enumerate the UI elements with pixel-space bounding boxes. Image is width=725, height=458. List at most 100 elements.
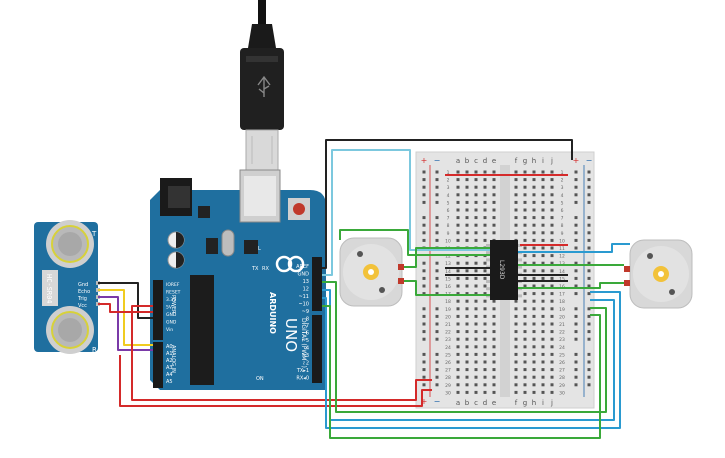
breadboard-hole[interactable] bbox=[483, 170, 487, 174]
rail-hole[interactable] bbox=[435, 269, 439, 273]
rail-hole[interactable] bbox=[574, 292, 578, 296]
breadboard-hole[interactable] bbox=[474, 322, 478, 326]
breadboard-hole[interactable] bbox=[550, 330, 554, 334]
breadboard-hole[interactable] bbox=[523, 299, 527, 303]
breadboard-hole[interactable] bbox=[550, 375, 554, 379]
dc-motor-left[interactable] bbox=[339, 237, 404, 307]
rail-hole[interactable] bbox=[587, 284, 591, 288]
rail-hole[interactable] bbox=[574, 185, 578, 189]
breadboard-hole[interactable] bbox=[492, 170, 496, 174]
breadboard-hole[interactable] bbox=[541, 216, 545, 220]
breadboard-hole[interactable] bbox=[532, 284, 536, 288]
breadboard-hole[interactable] bbox=[474, 352, 478, 356]
breadboard-hole[interactable] bbox=[474, 200, 478, 204]
rail-hole[interactable] bbox=[587, 352, 591, 356]
rail-hole[interactable] bbox=[422, 170, 426, 174]
breadboard-hole[interactable] bbox=[523, 375, 527, 379]
breadboard-hole[interactable] bbox=[456, 368, 460, 372]
rail-hole[interactable] bbox=[574, 193, 578, 197]
breadboard-hole[interactable] bbox=[456, 231, 460, 235]
breadboard-hole[interactable] bbox=[532, 375, 536, 379]
breadboard-hole[interactable] bbox=[541, 352, 545, 356]
rail-hole[interactable] bbox=[587, 368, 591, 372]
rail-hole[interactable] bbox=[574, 276, 578, 280]
breadboard-hole[interactable] bbox=[514, 299, 518, 303]
rail-hole[interactable] bbox=[574, 170, 578, 174]
rail-hole[interactable] bbox=[435, 185, 439, 189]
breadboard-hole[interactable] bbox=[465, 170, 469, 174]
breadboard-hole[interactable] bbox=[532, 322, 536, 326]
breadboard-hole[interactable] bbox=[492, 337, 496, 341]
breadboard-hole[interactable] bbox=[514, 330, 518, 334]
rail-hole[interactable] bbox=[574, 383, 578, 387]
breadboard-hole[interactable] bbox=[532, 261, 536, 265]
breadboard-hole[interactable] bbox=[465, 314, 469, 318]
breadboard-hole[interactable] bbox=[474, 299, 478, 303]
breadboard-hole[interactable] bbox=[523, 368, 527, 372]
rail-hole[interactable] bbox=[435, 375, 439, 379]
breadboard-hole[interactable] bbox=[465, 238, 469, 242]
breadboard-hole[interactable] bbox=[456, 185, 460, 189]
breadboard-hole[interactable] bbox=[465, 208, 469, 212]
breadboard-hole[interactable] bbox=[550, 360, 554, 364]
breadboard-hole[interactable] bbox=[492, 231, 496, 235]
breadboard-hole[interactable] bbox=[532, 254, 536, 258]
rail-hole[interactable] bbox=[435, 231, 439, 235]
rail-hole[interactable] bbox=[422, 178, 426, 182]
breadboard-hole[interactable] bbox=[474, 193, 478, 197]
breadboard-hole[interactable] bbox=[483, 390, 487, 394]
breadboard-hole[interactable] bbox=[483, 216, 487, 220]
rail-hole[interactable] bbox=[422, 261, 426, 265]
rail-hole[interactable] bbox=[587, 223, 591, 227]
breadboard-hole[interactable] bbox=[541, 246, 545, 250]
breadboard-hole[interactable] bbox=[474, 269, 478, 273]
breadboard-hole[interactable] bbox=[550, 383, 554, 387]
rail-hole[interactable] bbox=[422, 330, 426, 334]
breadboard-hole[interactable] bbox=[523, 314, 527, 318]
breadboard-hole[interactable] bbox=[541, 345, 545, 349]
breadboard-hole[interactable] bbox=[523, 223, 527, 227]
breadboard-hole[interactable] bbox=[523, 284, 527, 288]
breadboard-hole[interactable] bbox=[532, 269, 536, 273]
breadboard-hole[interactable] bbox=[492, 223, 496, 227]
breadboard-hole[interactable] bbox=[514, 231, 518, 235]
breadboard-hole[interactable] bbox=[541, 170, 545, 174]
breadboard-hole[interactable] bbox=[532, 208, 536, 212]
breadboard-hole[interactable] bbox=[550, 246, 554, 250]
breadboard-hole[interactable] bbox=[492, 330, 496, 334]
breadboard-hole[interactable] bbox=[492, 178, 496, 182]
breadboard-hole[interactable] bbox=[483, 208, 487, 212]
breadboard-hole[interactable] bbox=[514, 216, 518, 220]
breadboard-hole[interactable] bbox=[532, 337, 536, 341]
breadboard-hole[interactable] bbox=[456, 337, 460, 341]
breadboard-hole[interactable] bbox=[523, 330, 527, 334]
rail-hole[interactable] bbox=[422, 368, 426, 372]
breadboard-hole[interactable] bbox=[483, 284, 487, 288]
breadboard-hole[interactable] bbox=[523, 216, 527, 220]
rail-hole[interactable] bbox=[574, 261, 578, 265]
rail-hole[interactable] bbox=[587, 375, 591, 379]
breadboard-hole[interactable] bbox=[483, 231, 487, 235]
breadboard-hole[interactable] bbox=[550, 299, 554, 303]
breadboard-hole[interactable] bbox=[456, 216, 460, 220]
breadboard-hole[interactable] bbox=[541, 223, 545, 227]
breadboard-hole[interactable] bbox=[456, 208, 460, 212]
rail-hole[interactable] bbox=[422, 185, 426, 189]
breadboard-hole[interactable] bbox=[456, 200, 460, 204]
breadboard-hole[interactable] bbox=[532, 307, 536, 311]
breadboard-hole[interactable] bbox=[465, 292, 469, 296]
rail-hole[interactable] bbox=[422, 292, 426, 296]
breadboard-hole[interactable] bbox=[541, 254, 545, 258]
rail-hole[interactable] bbox=[574, 231, 578, 235]
breadboard-hole[interactable] bbox=[492, 314, 496, 318]
breadboard-hole[interactable] bbox=[514, 375, 518, 379]
breadboard-hole[interactable] bbox=[541, 231, 545, 235]
breadboard-hole[interactable] bbox=[514, 360, 518, 364]
rail-hole[interactable] bbox=[435, 178, 439, 182]
breadboard-hole[interactable] bbox=[465, 352, 469, 356]
breadboard-hole[interactable] bbox=[550, 307, 554, 311]
breadboard-hole[interactable] bbox=[465, 284, 469, 288]
breadboard-hole[interactable] bbox=[483, 360, 487, 364]
breadboard-hole[interactable] bbox=[465, 299, 469, 303]
rail-hole[interactable] bbox=[574, 360, 578, 364]
